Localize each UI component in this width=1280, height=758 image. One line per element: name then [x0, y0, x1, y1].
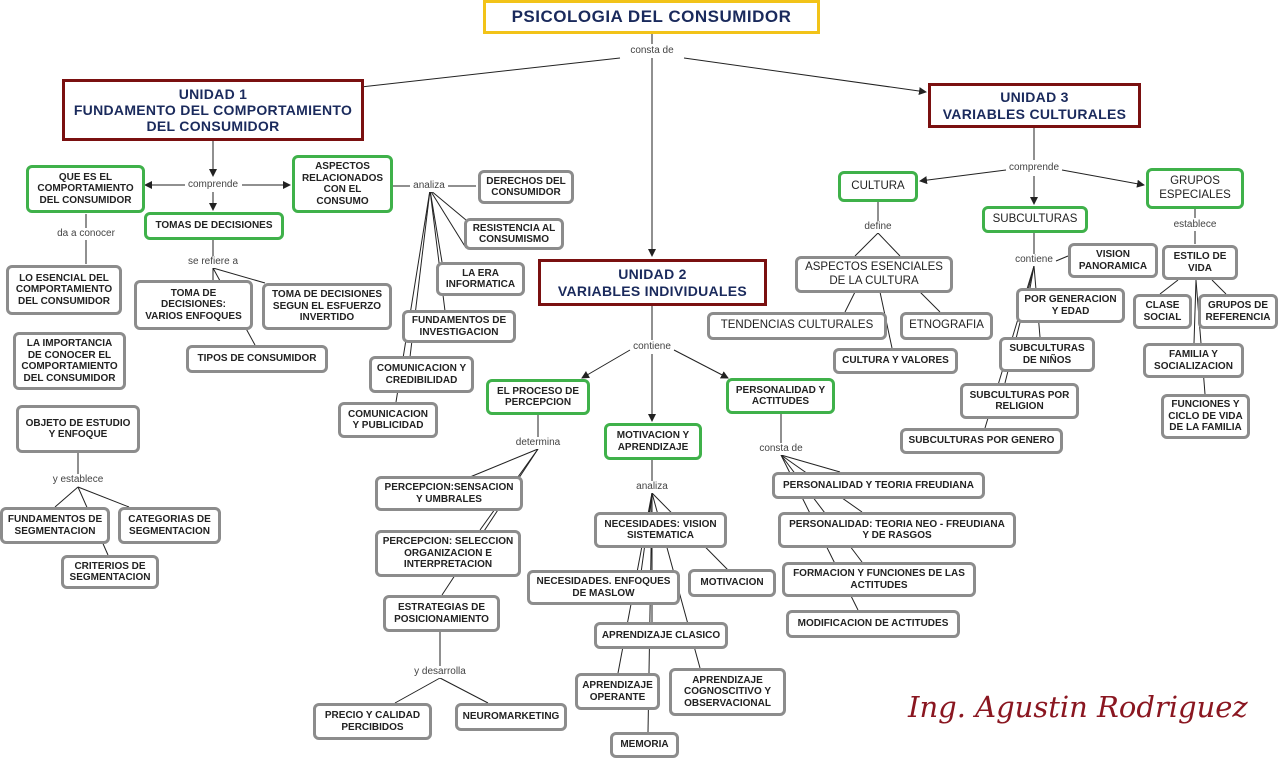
label-contiene-u3: contiene — [1013, 254, 1055, 266]
node-modificacion-actitudes: MODIFICACION DE ACTITUDES — [786, 610, 960, 638]
node-percepcion-sensacion: PERCEPCION:SENSACION Y UMBRALES — [375, 476, 523, 511]
node-funciones-ciclo-familia: FUNCIONES Y CICLO DE VIDA DE LA FAMILIA — [1161, 394, 1250, 439]
node-motivacion: MOTIVACION — [688, 569, 776, 597]
node-estrategias-posicionamiento: ESTRATEGIAS DE POSICIONAMIENTO — [383, 595, 500, 632]
node-tendencias-culturales: TENDENCIAS CULTURALES — [707, 312, 887, 340]
node-objeto-estudio: OBJETO DE ESTUDIO Y ENFOQUE — [16, 405, 140, 453]
node-neuromarketing: NEUROMARKETING — [455, 703, 567, 731]
label-da-a-conocer: da a conocer — [55, 228, 117, 240]
node-fundamentos-segmentacion: FUNDAMENTOS DE SEGMENTACION — [0, 507, 110, 544]
node-subculturas-genero: SUBCULTURAS POR GENERO — [900, 428, 1063, 454]
node-subculturas-ninos: SUBCULTURAS DE NIÑOS — [999, 337, 1095, 372]
node-lo-esencial: LO ESENCIAL DEL COMPORTAMIENTO DEL CONSU… — [6, 265, 122, 315]
node-proceso-percepcion: EL PROCESO DE PERCEPCION — [486, 379, 590, 415]
node-personalidad-neo-freudiana: PERSONALIDAD: TEORIA NEO - FREUDIANA Y D… — [778, 512, 1016, 548]
node-subculturas: SUBCULTURAS — [982, 206, 1088, 233]
node-aprendizaje-clasico: APRENDIZAJE CLASICO — [594, 622, 728, 649]
node-percepcion-seleccion: PERCEPCION: SELECCION ORGANIZACION E INT… — [375, 530, 521, 577]
node-generacion-edad: POR GENERACION Y EDAD — [1016, 288, 1125, 323]
label-y-desarrolla: y desarrolla — [412, 666, 468, 678]
unidad-3-node: UNIDAD 3 VARIABLES CULTURALES — [928, 83, 1141, 128]
node-criterios-segmentacion: CRITERIOS DE SEGMENTACION — [61, 555, 159, 589]
unidad-1-line3: DEL CONSUMIDOR — [146, 118, 280, 135]
label-comprende-u1: comprende — [185, 179, 241, 191]
unidad-2-line2: VARIABLES INDIVIDUALES — [557, 282, 748, 299]
node-tomas-decisiones: TOMAS DE DECISIONES — [144, 212, 284, 240]
node-toma-varios-enfoques: TOMA DE DECISIONES: VARIOS ENFOQUES — [134, 280, 253, 330]
node-formacion-actitudes: FORMACION Y FUNCIONES DE LAS ACTITUDES — [782, 562, 976, 597]
unidad-1-node: UNIDAD 1 FUNDAMENTO DEL COMPORTAMIENTO D… — [62, 79, 364, 141]
node-personalidad-actitudes: PERSONALIDAD Y ACTITUDES — [726, 378, 835, 414]
node-aspectos-esenciales: ASPECTOS ESENCIALES DE LA CULTURA — [795, 256, 953, 293]
node-vision-panoramica: VISION PANORAMICA — [1068, 243, 1158, 278]
node-subculturas-religion: SUBCULTURAS POR RELIGION — [960, 383, 1079, 419]
node-tipos-consumidor: TIPOS DE CONSUMIDOR — [186, 345, 328, 373]
label-consta-de-u2: consta de — [757, 443, 805, 455]
unidad-3-line1: UNIDAD 3 — [1000, 89, 1069, 106]
node-comunicacion-credibilidad: COMUNICACION Y CREDIBILIDAD — [369, 356, 474, 393]
author-signature: Ing. Agustin Rodriguez — [908, 690, 1248, 724]
node-clase-social: CLASE SOCIAL — [1133, 294, 1192, 329]
node-aspectos-consumo: ASPECTOS RELACIONADOS CON EL CONSUMO — [292, 155, 393, 213]
node-fundamentos-investigacion: FUNDAMENTOS DE INVESTIGACION — [402, 310, 516, 343]
node-estilo-vida: ESTILO DE VIDA — [1162, 245, 1238, 280]
unidad-2-node: UNIDAD 2 VARIABLES INDIVIDUALES — [538, 259, 767, 306]
node-que-es-comportamiento: QUE ES EL COMPORTAMIENTO DEL CONSUMIDOR — [26, 165, 145, 213]
node-etnografia: ETNOGRAFIA — [900, 312, 993, 340]
label-establece: establece — [1171, 219, 1219, 231]
node-necesidades-vision: NECESIDADES: VISION SISTEMATICA — [594, 512, 727, 548]
label-define: define — [862, 221, 894, 233]
unidad-3-line2: VARIABLES CULTURALES — [942, 105, 1127, 122]
node-grupos-especiales: GRUPOS ESPECIALES — [1146, 168, 1244, 209]
node-memoria: MEMORIA — [610, 732, 679, 758]
node-toma-esfuerzo-invertido: TOMA DE DECISIONES SEGUN EL ESFUERZO INV… — [262, 283, 392, 330]
node-motivacion-aprendizaje: MOTIVACION Y APRENDIZAJE — [604, 423, 702, 460]
unidad-1-line2: FUNDAMENTO DEL COMPORTAMIENTO — [73, 101, 353, 118]
node-comunicacion-publicidad: COMUNICACION Y PUBLICIDAD — [338, 402, 438, 438]
label-contiene-u2: contiene — [631, 341, 673, 353]
node-resistencia-consumismo: RESISTENCIA AL CONSUMISMO — [464, 218, 564, 250]
node-personalidad-freudiana: PERSONALIDAD Y TEORIA FREUDIANA — [772, 472, 985, 499]
node-cultura: CULTURA — [838, 171, 918, 202]
label-consta-de: consta de — [628, 45, 676, 57]
node-necesidades-maslow: NECESIDADES. ENFOQUES DE MASLOW — [527, 570, 680, 605]
unidad-2-line1: UNIDAD 2 — [618, 266, 687, 283]
node-grupos-referencia: GRUPOS DE REFERENCIA — [1198, 294, 1278, 329]
node-importancia-conocer: LA IMPORTANCIA DE CONOCER EL COMPORTAMIE… — [13, 332, 126, 390]
node-aprendizaje-cognoscitivo: APRENDIZAJE COGNOSCITIVO Y OBSERVACIONAL — [669, 668, 786, 716]
label-y-establece: y establece — [50, 474, 106, 486]
node-aprendizaje-operante: APRENDIZAJE OPERANTE — [575, 673, 660, 710]
node-derechos-consumidor: DERECHOS DEL CONSUMIDOR — [478, 170, 574, 204]
node-familia-socializacion: FAMILIA Y SOCIALIZACION — [1143, 343, 1244, 378]
label-determina: determina — [513, 437, 563, 449]
label-analiza-u1: analiza — [411, 180, 447, 192]
node-era-informatica: LA ERA INFORMATICA — [436, 262, 525, 296]
node-cultura-valores: CULTURA Y VALORES — [833, 348, 958, 374]
label-analiza-u2: analiza — [634, 481, 670, 493]
label-se-refiere-a: se refiere a — [185, 256, 241, 268]
label-comprende-u3: comprende — [1006, 162, 1062, 174]
node-precio-calidad: PRECIO Y CALIDAD PERCIBIDOS — [313, 703, 432, 740]
map-title: PSICOLOGIA DEL CONSUMIDOR — [483, 0, 820, 34]
node-categorias-segmentacion: CATEGORIAS DE SEGMENTACION — [118, 507, 221, 544]
unidad-1-line1: UNIDAD 1 — [178, 85, 248, 102]
